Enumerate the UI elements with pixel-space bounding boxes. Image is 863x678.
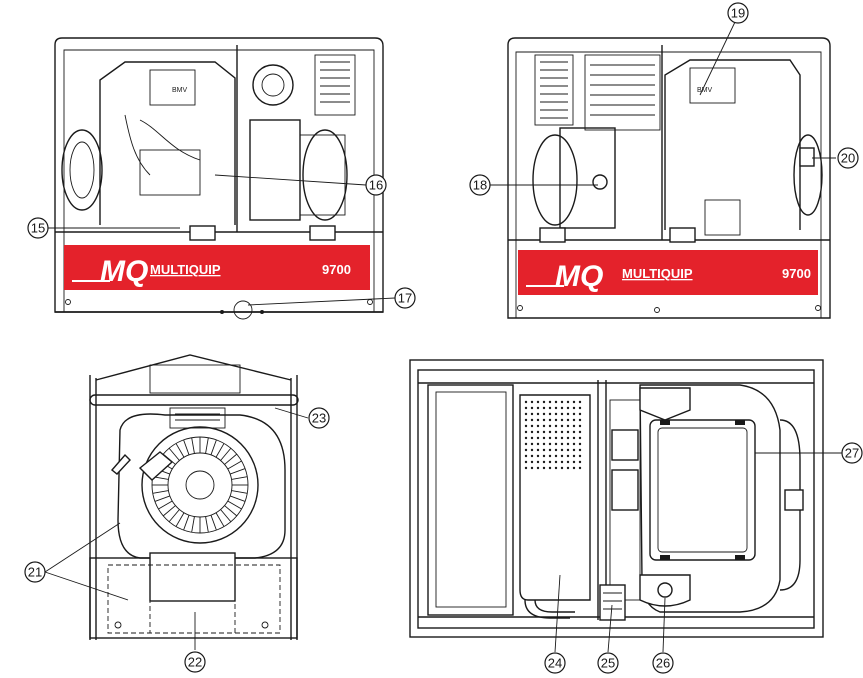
banner-model: 9700: [322, 262, 351, 277]
callout-21: 21: [24, 561, 46, 583]
svg-text:26: 26: [656, 656, 670, 671]
callout-17: 17: [394, 287, 416, 309]
banner-logo: MQ: [100, 255, 148, 288]
svg-text:16: 16: [369, 178, 383, 193]
svg-text:BMV: BMV: [697, 87, 713, 94]
banner-brand-right: MULTIQUIP: [622, 266, 693, 281]
svg-text:19: 19: [731, 6, 745, 21]
banner-brand: MULTIQUIP: [150, 262, 221, 277]
front-right-view: BMV MQ MULTIQUIP 9700: [490, 21, 836, 319]
banner-model-right: 9700: [782, 266, 811, 281]
svg-text:27: 27: [845, 446, 859, 461]
callout-20: 20: [837, 147, 859, 169]
front-left-view: BMV MQ MULTIQUIP 9700: [45, 37, 396, 320]
callout-24: 24: [544, 652, 566, 674]
brand-banner-right: [518, 250, 818, 295]
callout-22: 22: [184, 651, 206, 673]
svg-text:BMV: BMV: [172, 87, 188, 94]
svg-text:21: 21: [28, 565, 42, 580]
callout-16: 16: [365, 174, 387, 196]
callout-19: 19: [727, 2, 749, 24]
svg-text:23: 23: [312, 411, 326, 426]
callout-23: 23: [308, 407, 330, 429]
svg-text:20: 20: [841, 151, 855, 166]
banner-logo-right: MQ: [555, 260, 603, 293]
callout-15: 15: [27, 217, 49, 239]
callout-18: 18: [469, 174, 491, 196]
top-view: [409, 359, 845, 653]
brand-banner: [64, 245, 370, 290]
svg-text:15: 15: [31, 221, 45, 236]
svg-text:17: 17: [398, 291, 412, 306]
callout-26: 26: [652, 652, 674, 674]
end-view: [44, 354, 309, 650]
callout-27: 27: [841, 442, 863, 464]
svg-text:25: 25: [601, 656, 615, 671]
svg-text:22: 22: [188, 655, 202, 670]
callout-25: 25: [597, 652, 619, 674]
svg-text:18: 18: [473, 178, 487, 193]
svg-text:24: 24: [548, 656, 562, 671]
